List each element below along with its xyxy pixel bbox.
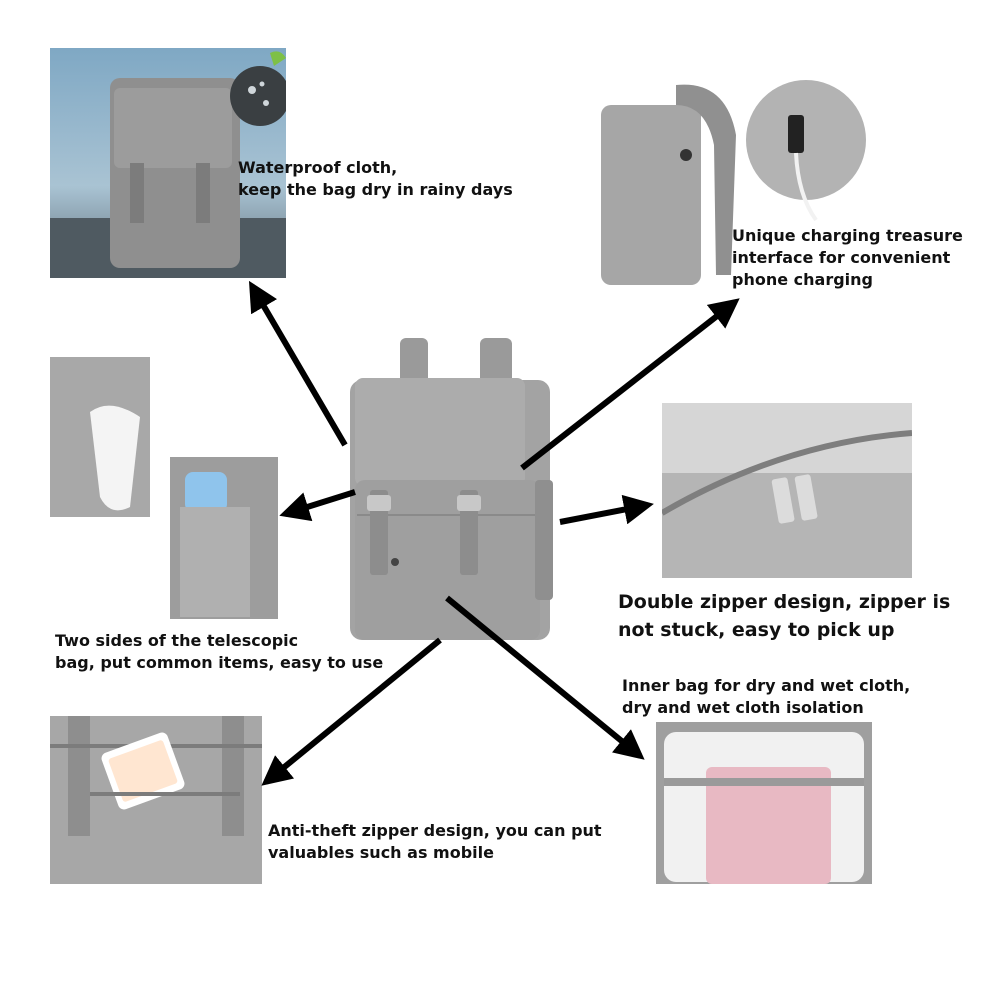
backpack-hero-image [345, 330, 560, 645]
double-zipper-caption-line: Double zipper design, zipper is [618, 591, 951, 613]
waterproof-photo [50, 48, 286, 278]
side-pockets-caption: Two sides of the telescopic bag, put com… [55, 630, 383, 674]
double-zipper-caption-line: not stuck, easy to pick up [618, 619, 895, 641]
waterproof-caption-line: Waterproof cloth, [238, 158, 398, 177]
inner-bag-caption-line: dry and wet cloth isolation [622, 698, 864, 717]
anti-theft-photo [50, 716, 262, 884]
side-pockets-caption-line: Two sides of the telescopic [55, 631, 299, 650]
charging-port-photo [596, 75, 866, 290]
waterproof-caption-line: keep the bag dry in rainy days [238, 180, 513, 199]
side-pockets-photo [50, 357, 278, 619]
charging-caption: Unique charging treasure interface for c… [732, 225, 963, 291]
double-zipper-photo [662, 403, 912, 578]
charging-caption-line: interface for convenient [732, 248, 951, 267]
double-zipper-caption: Double zipper design, zipper is not stuc… [618, 588, 950, 644]
inner-bag-photo [656, 722, 872, 884]
arrow-to-double-zipper [559, 494, 654, 525]
anti-theft-caption-line: Anti-theft zipper design, you can put [268, 821, 602, 840]
inner-bag-caption: Inner bag for dry and wet cloth, dry and… [622, 675, 910, 719]
charging-caption-line: Unique charging treasure [732, 226, 963, 245]
waterproof-caption: Waterproof cloth, keep the bag dry in ra… [238, 157, 513, 201]
inner-bag-caption-line: Inner bag for dry and wet cloth, [622, 676, 911, 695]
anti-theft-caption-line: valuables such as mobile [268, 843, 494, 862]
anti-theft-caption: Anti-theft zipper design, you can put va… [268, 820, 602, 864]
side-pockets-caption-line: bag, put common items, easy to use [55, 653, 384, 672]
charging-caption-line: phone charging [732, 270, 873, 289]
